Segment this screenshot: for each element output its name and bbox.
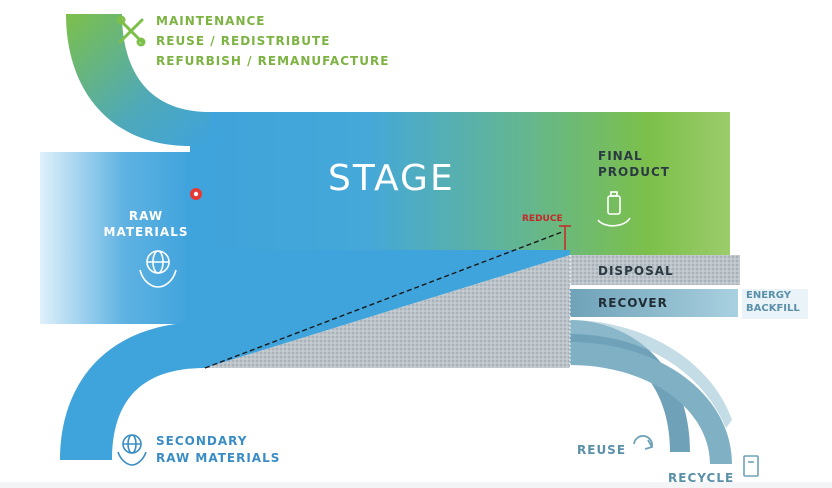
recycle-flow-light: [570, 320, 732, 428]
reuse-label: REUSE: [577, 443, 627, 457]
reuse-icon: [633, 435, 654, 450]
stage-band: [190, 112, 730, 255]
bottom-fade: [0, 482, 832, 488]
raw-materials-band: [40, 152, 192, 324]
product-label: PRODUCT: [598, 165, 670, 179]
secondary-globe-icon: [117, 434, 147, 466]
disposal-band: [570, 255, 740, 285]
secondary-label: SECONDARY: [156, 434, 248, 448]
energy-backfill-box: [742, 289, 808, 319]
refurbish-label: REFURBISH / REMANUFACTURE: [156, 54, 390, 68]
wrench-icon: [116, 15, 146, 47]
stage-lower-fill: [190, 250, 570, 368]
globe-hands-icon: [139, 250, 177, 288]
loss-area: [205, 255, 570, 368]
reduce-label: REDUCE: [522, 214, 563, 224]
maintenance-label: MAINTENANCE: [156, 14, 266, 28]
product-hand-icon: [597, 191, 631, 227]
raw-label: RAW: [128, 209, 164, 223]
final-label: FINAL: [598, 149, 643, 163]
reuse-redistribute-label: REUSE / REDISTRIBUTE: [156, 34, 331, 48]
energy-label: ENERGY: [746, 290, 791, 301]
marker-dot-inner: [193, 191, 199, 197]
secondary-raw-materials-flow: [60, 322, 205, 460]
recover-band: [570, 289, 738, 317]
secondary-raw-materials-label: RAW MATERIALS: [156, 451, 281, 465]
recycle-flow: [570, 342, 732, 464]
top-return-flow: [66, 14, 210, 146]
recycle-bin-icon: [743, 455, 759, 477]
stage-title: STAGE: [328, 158, 455, 199]
disposal-label: DISPOSAL: [598, 264, 674, 278]
recover-label: RECOVER: [598, 296, 668, 310]
backfill-label: BACKFILL: [746, 303, 800, 314]
materials-label: MATERIALS: [103, 225, 189, 239]
recycle-label: RECYCLE: [668, 471, 735, 485]
